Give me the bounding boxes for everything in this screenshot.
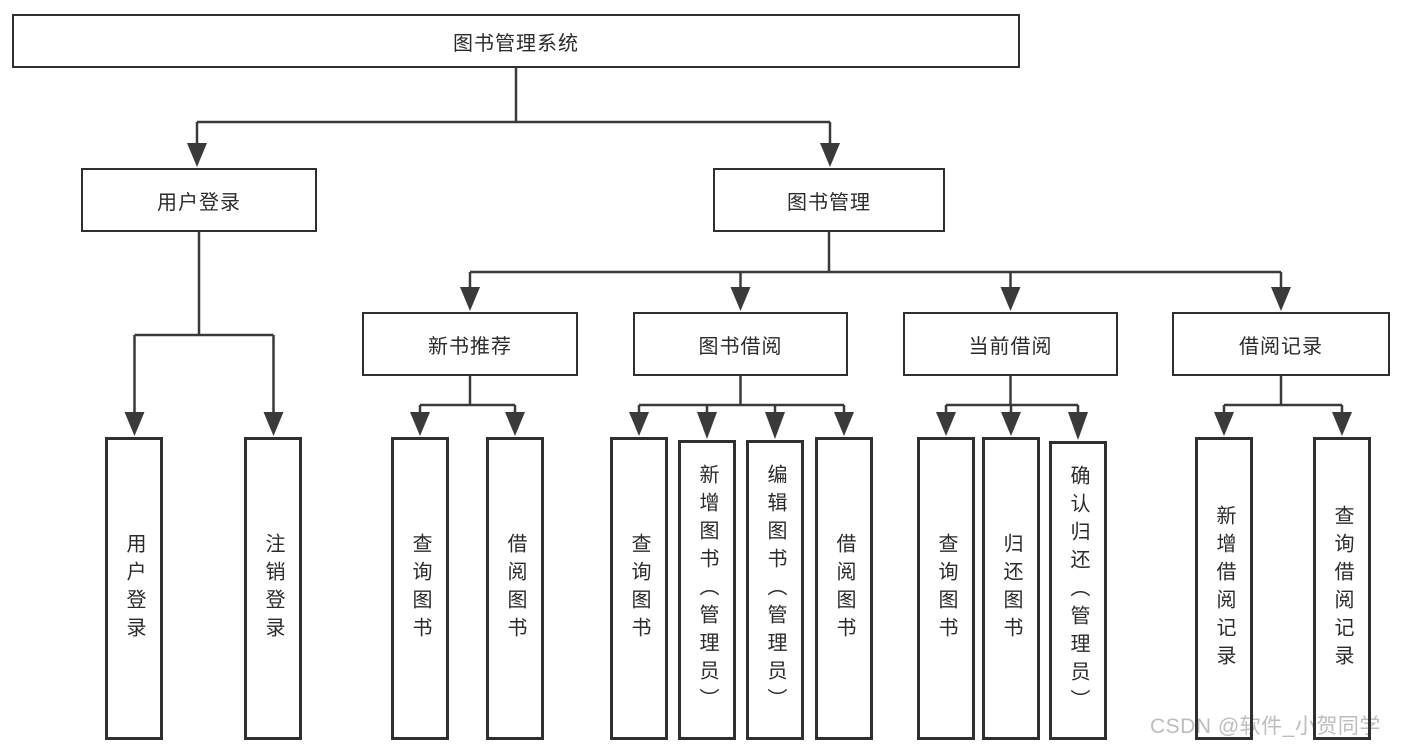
leaf-br-query-record-label: 查询借阅记录 <box>1331 504 1353 673</box>
leaf-user-login-label: 用户登录 <box>123 532 145 645</box>
node-book-management: 图书管理 <box>713 168 945 232</box>
leaf-bb-add-books-admin-label: 新增图书（管理员） <box>696 464 718 716</box>
leaf-bb-edit-books-admin: 编辑图书（管理员） <box>746 440 804 740</box>
leaf-logout: 注销登录 <box>244 437 302 740</box>
leaf-bb-query-books: 查询图书 <box>610 437 668 740</box>
leaf-cb-query-books: 查询图书 <box>917 437 975 740</box>
leaf-nb-query-books: 查询图书 <box>391 437 449 740</box>
leaf-cb-confirm-return-admin: 确认归还（管理员） <box>1049 441 1107 740</box>
node-current-borrowing: 当前借阅 <box>903 312 1118 376</box>
leaf-cb-query-books-label: 查询图书 <box>935 532 957 645</box>
leaf-cb-confirm-return-admin-label: 确认归还（管理员） <box>1067 464 1089 717</box>
leaf-cb-return-books: 归还图书 <box>982 437 1040 740</box>
node-borrow-records: 借阅记录 <box>1172 312 1390 376</box>
leaf-bb-borrow-books-label: 借阅图书 <box>833 532 855 645</box>
node-root: 图书管理系统 <box>12 14 1020 68</box>
leaf-nb-borrow-books-label: 借阅图书 <box>504 532 526 645</box>
leaf-bb-query-books-label: 查询图书 <box>628 532 650 645</box>
leaf-br-add-record: 新增借阅记录 <box>1195 437 1253 740</box>
leaf-nb-query-books-label: 查询图书 <box>409 532 431 645</box>
leaf-user-login: 用户登录 <box>105 437 163 740</box>
leaf-bb-add-books-admin: 新增图书（管理员） <box>678 440 736 740</box>
node-book-borrowing: 图书借阅 <box>633 312 848 376</box>
node-user-login: 用户登录 <box>81 168 317 232</box>
leaf-bb-borrow-books: 借阅图书 <box>815 437 873 740</box>
leaf-bb-edit-books-admin-label: 编辑图书（管理员） <box>764 464 786 716</box>
leaf-logout-label: 注销登录 <box>262 532 284 645</box>
arrowheads <box>124 143 1352 440</box>
leaf-br-add-record-label: 新增借阅记录 <box>1213 504 1235 673</box>
watermark: CSDN @软件_小贺同学 <box>1150 715 1381 738</box>
leaf-nb-borrow-books: 借阅图书 <box>486 437 544 740</box>
leaf-cb-return-books-label: 归还图书 <box>1000 532 1022 645</box>
node-new-book-recommend: 新书推荐 <box>362 312 578 376</box>
leaf-br-query-record: 查询借阅记录 <box>1313 437 1371 740</box>
